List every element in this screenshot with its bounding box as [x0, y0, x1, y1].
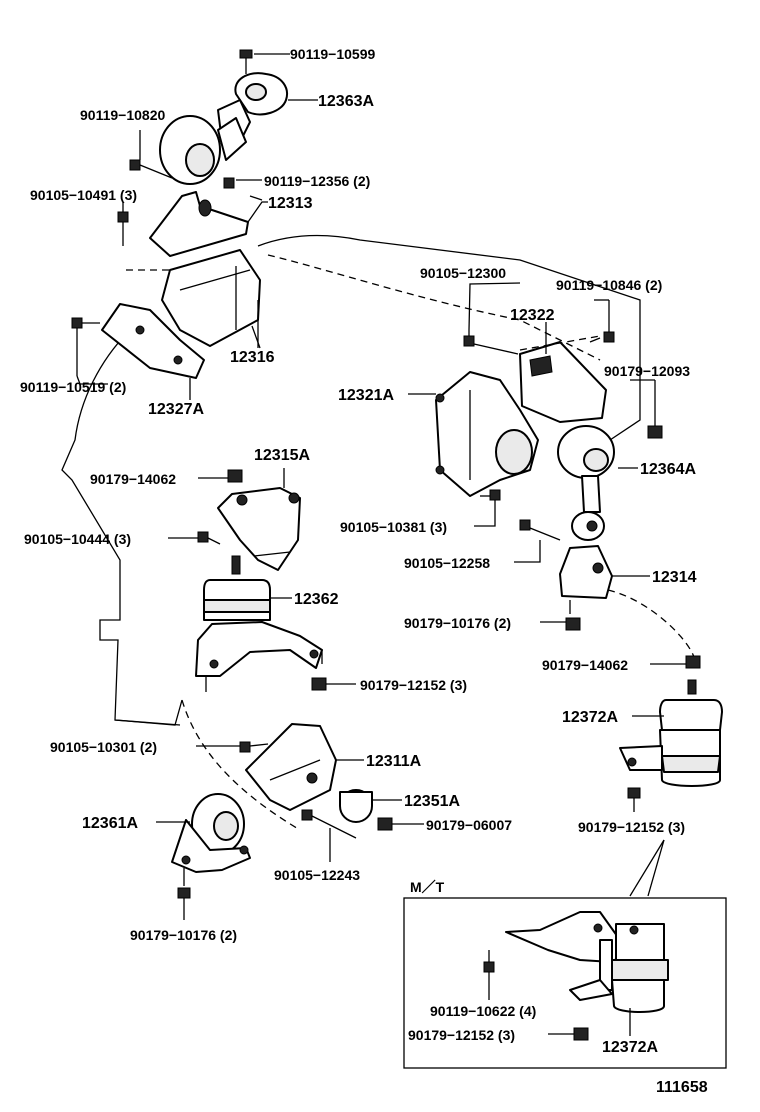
label-mt-title: M／T: [410, 879, 445, 895]
mount-12361A: [171, 793, 251, 886]
nut-90179-12093: [647, 380, 663, 439]
label-90119-10820: 90119−10820: [80, 107, 165, 123]
label-90119-10519: 90119−10519 (2): [20, 379, 126, 395]
bolt-90105-12243: [301, 809, 357, 840]
label-90179-12152-right: 90179−12152 (3): [578, 819, 685, 835]
label-12361A: 12361A: [82, 815, 138, 832]
label-12372A-mt: 12372A: [602, 1039, 658, 1056]
label-90105-12243: 90105−12243: [274, 867, 360, 883]
leader-lines: [76, 99, 686, 897]
bolt-90119-10820: [129, 130, 173, 179]
label-12315A: 12315A: [254, 447, 310, 464]
bolt-90105-12300: [463, 330, 519, 355]
label-12311A: 12311A: [366, 753, 422, 770]
label-12351A: 12351A: [404, 793, 460, 810]
label-12364A: 12364A: [640, 461, 696, 478]
label-12316: 12316: [230, 349, 275, 366]
label-12372A: 12372A: [562, 709, 618, 726]
label-12314: 12314: [652, 569, 697, 586]
label-12362: 12362: [294, 591, 339, 608]
bushing-12351A: [339, 789, 373, 823]
label-90105-10381: 90105−10381 (3): [340, 519, 447, 535]
label-90179-14062-left: 90179−14062: [90, 471, 176, 487]
label-90179-06007: 90179−06007: [426, 817, 512, 833]
bolt-90119-10846: [589, 300, 615, 343]
label-12322: 12322: [510, 307, 555, 324]
part-labels: 90119−10599 12363A 90119−10820 90119−123…: [20, 46, 708, 1096]
bolt-90105-10491: [117, 202, 129, 246]
label-12321A: 12321A: [338, 387, 394, 404]
nut-90179-12152-center: [311, 677, 327, 691]
bolt-90105-10444: [197, 531, 221, 545]
label-90119-10599: 90119−10599: [290, 46, 375, 62]
bracket-12321A: [435, 371, 539, 497]
bracket-12322: [519, 335, 607, 423]
label-90119-12356: 90119−12356 (2): [264, 173, 370, 189]
label-90179-10176-right: 90179−10176 (2): [404, 615, 511, 631]
mt-inset-box: [403, 897, 727, 1069]
nut-90179-06007: [377, 817, 393, 831]
nut-90179-14062-right: [685, 655, 701, 669]
label-90105-10491: 90105−10491 (3): [30, 187, 137, 203]
mt-nut-90179-12152: [548, 1027, 589, 1041]
label-90105-12300: 90105−12300: [420, 265, 506, 281]
label-90105-10444: 90105−10444 (3): [24, 531, 131, 547]
engine-outline: [61, 234, 696, 831]
bolt-90105-12258: [519, 519, 561, 541]
label-12363A: 12363A: [318, 93, 374, 110]
label-12313: 12313: [268, 195, 313, 212]
label-90179-12093: 90179−12093: [604, 363, 690, 379]
bolt-90119-10519: [71, 317, 100, 376]
bracket-12311A: [245, 723, 337, 811]
nut-90179-14062-left: [227, 469, 243, 483]
label-90105-12258: 90105−12258: [404, 555, 490, 571]
bracket-12314: [559, 545, 613, 614]
rear-mount-bolt-90119-10599: [239, 49, 290, 74]
bolt-90119-12356: [223, 177, 262, 189]
figure-number: 111658: [656, 1079, 708, 1096]
torque-rod-12364A: [557, 425, 615, 541]
bracket-12313: [149, 191, 268, 257]
bolt-90105-10301: [239, 741, 269, 753]
nut-90179-12152-right: [627, 787, 641, 812]
nut-90179-10176-right: [565, 617, 581, 631]
bolt-90105-10381: [480, 489, 501, 520]
mt-bolt-90119-10622: [483, 950, 495, 1000]
label-90119-10846: 90119−10846 (2): [556, 277, 662, 293]
rear-mount-insulator: [159, 115, 247, 185]
mount-12362: [195, 555, 323, 692]
label-90119-10622: 90119−10622 (4): [430, 1003, 536, 1019]
mount-12372A: [619, 679, 723, 787]
label-12327A: 12327A: [148, 401, 204, 418]
label-90179-10176-left: 90179−10176 (2): [130, 927, 237, 943]
bracket-12327A: [101, 303, 205, 379]
bracket-12316: [126, 249, 261, 348]
mt-mount-12372A: [505, 911, 669, 1013]
label-90105-10301: 90105−10301 (2): [50, 739, 157, 755]
bracket-12315A: [217, 487, 301, 571]
label-90179-12152-mt: 90179−12152 (3): [408, 1027, 515, 1043]
label-90179-14062-right: 90179−14062: [542, 657, 628, 673]
nut-90179-10176-left: [177, 887, 191, 920]
label-90179-12152-center: 90179−12152 (3): [360, 677, 467, 693]
